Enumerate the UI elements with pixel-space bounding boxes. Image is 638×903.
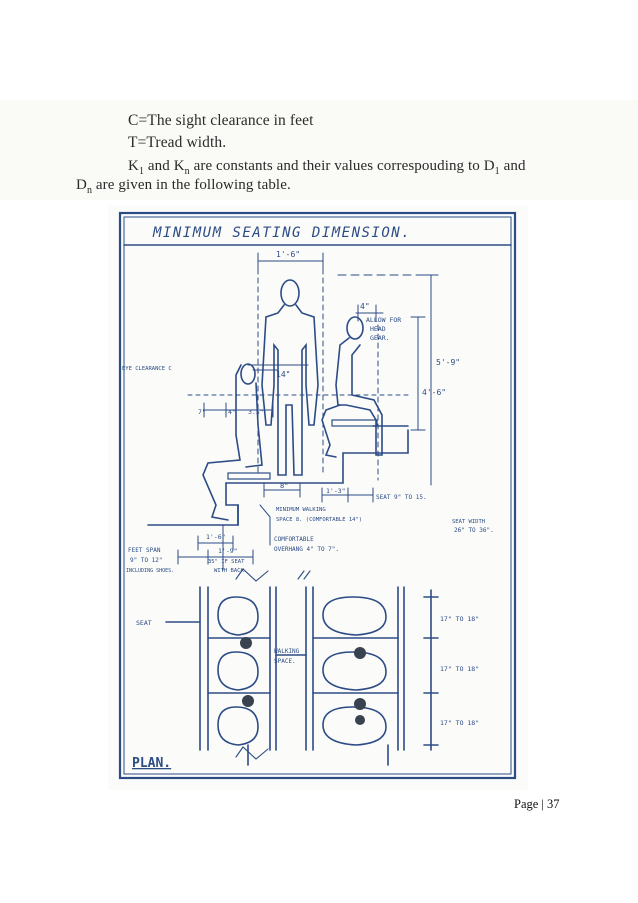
frame-outer (118, 211, 517, 780)
label-seat-width-range: 26" TO 36". (454, 527, 494, 534)
drawing-svg: MINIMUM SEATING DIMENSION. 1'-6" 4" ALLO… (118, 211, 517, 780)
label-space-comfortable: SPACE 8. (COMFORTABLE 14") (276, 517, 362, 523)
standing-figure (261, 279, 319, 476)
plan-occupants-right (322, 596, 387, 746)
plan-heads (240, 637, 366, 725)
label-head-4: 4" (360, 302, 370, 311)
figure-title: MINIMUM SEATING DIMENSION. (152, 225, 411, 241)
seating-dimension-drawing: MINIMUM SEATING DIMENSION. 1'-6" 4" ALLO… (108, 205, 528, 790)
page-number: Page | 37 (514, 797, 560, 811)
plan-view (165, 568, 439, 766)
label-dim-8: 8" (280, 482, 288, 490)
label-min-walking: MINIMUM WALKING (276, 507, 326, 513)
label-seat-width: SEAT WIDTH (452, 519, 485, 525)
label-dim-13: 1'-3" (326, 487, 346, 495)
label-seat-35: 35" IF SEAT (208, 559, 245, 565)
label-plan-seat: SEAT (136, 619, 152, 627)
plan-occupants-left (217, 596, 259, 746)
seated-figure-right (321, 316, 383, 458)
label-eye-clearance: EYE CLEARANCE C (122, 366, 172, 372)
dimension-lines (177, 252, 439, 571)
label-dim-35: 3.5" (248, 408, 264, 416)
label-row-2: 17" TO 18" (440, 665, 479, 673)
label-including-shoes: INCLUDING SHOES. (126, 568, 174, 574)
label-height-59: 5'-9" (436, 358, 460, 367)
label-dim-4: 4" (228, 408, 236, 416)
label-dim-7: 7" (198, 408, 206, 416)
label-walking: WALKING (274, 648, 300, 655)
scanned-text-block: C=The sight clearance in feet T=Tread wi… (0, 100, 638, 200)
label-row-1: 17" TO 18" (440, 615, 479, 623)
label-allow-for: ALLOW FOR (366, 316, 401, 324)
label-gear: GEAR. (370, 334, 390, 342)
seated-figure-left (202, 363, 263, 521)
label-row-3: 17" TO 18" (440, 719, 479, 727)
label-plan: PLAN. (132, 756, 171, 771)
intro-line-4: Dn are given in the following table. (76, 177, 291, 196)
label-dim-19: 1'-9" (218, 547, 238, 555)
label-with-back: WITH BACK. (214, 568, 247, 574)
frame-inner (123, 216, 512, 775)
intro-line-2: T=Tread width. (128, 134, 227, 151)
seating-steps (147, 419, 409, 526)
intro-line-3: K1 and Kn are constants and their values… (128, 158, 526, 177)
label-feet-span: FEET SPAN (128, 547, 161, 554)
label-width-14: 14" (276, 370, 290, 379)
label-feet-range: 9" TO 12" (130, 557, 163, 564)
label-top-width: 1'-6" (276, 250, 300, 259)
label-overhang: OVERHANG 4" TO 7". (274, 546, 339, 553)
label-head: HEAD (370, 325, 386, 333)
label-dim-16: 1'-6" (206, 533, 226, 541)
intro-line-1: C=The sight clearance in feet (128, 112, 314, 129)
label-height-46: 4'-6" (422, 388, 446, 397)
label-space: SPACE. (274, 658, 296, 665)
label-comfortable: COMFORTABLE (274, 536, 314, 543)
label-seat-range: SEAT 9" TO 15. (376, 494, 427, 501)
